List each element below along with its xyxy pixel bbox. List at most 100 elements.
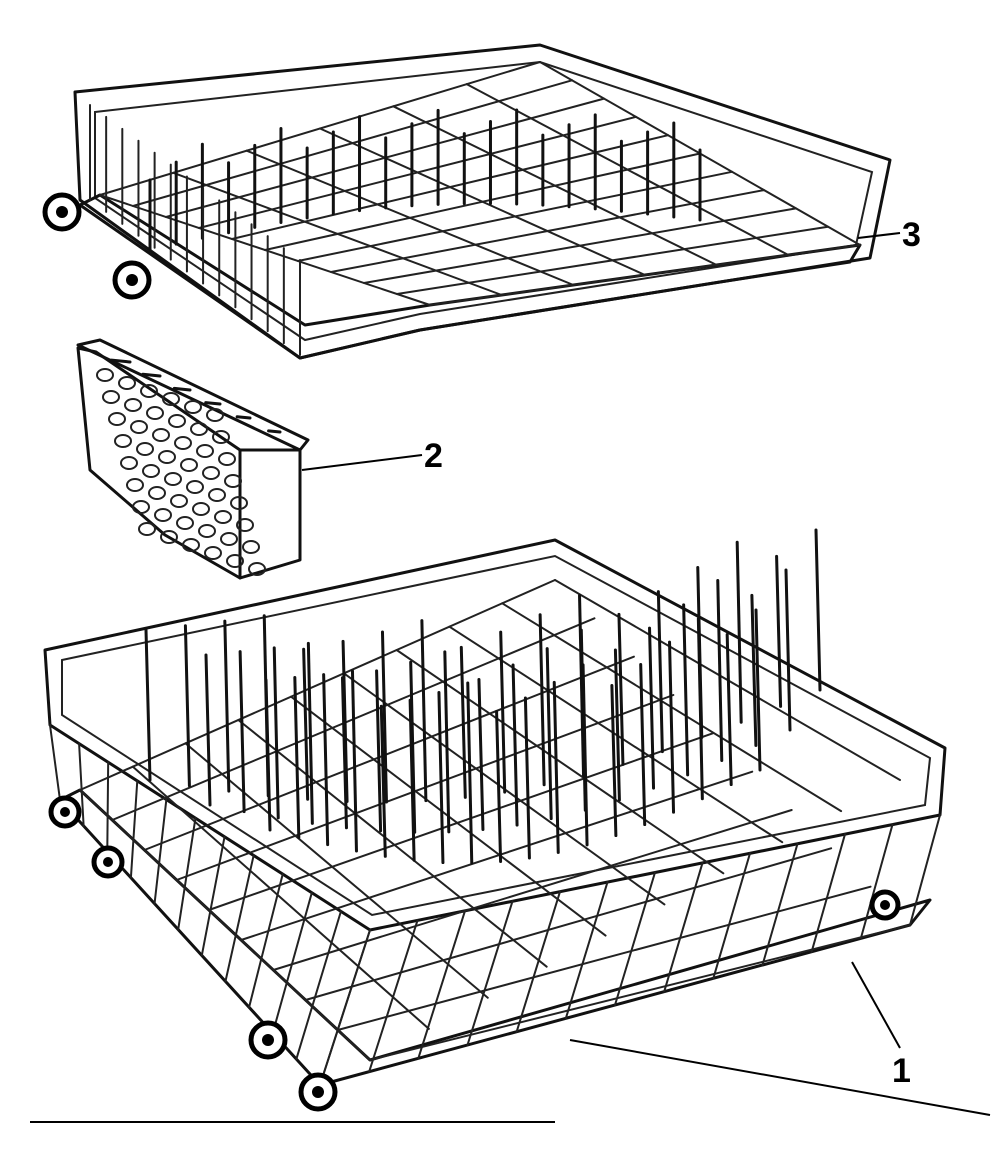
- basket-hole: [186, 480, 204, 494]
- lower-floor-wire: [131, 765, 430, 1030]
- basket-hole: [208, 488, 226, 502]
- lower-tine: [499, 630, 507, 794]
- upper-rack-tines: [89, 104, 702, 356]
- basket-hole: [114, 434, 132, 448]
- basket-hole: [184, 400, 202, 414]
- lower-tine: [523, 696, 531, 860]
- basket-hole: [212, 430, 230, 444]
- basket-hole: [142, 464, 160, 478]
- lower-tine: [293, 675, 301, 839]
- lower-front-upright: [153, 798, 168, 905]
- lower-side-upright: [466, 900, 514, 1046]
- lower-tine: [420, 619, 428, 803]
- callout-1-label: 1: [892, 1052, 911, 1090]
- lower-floor-crosswire: [207, 732, 714, 911]
- lower-tine: [322, 673, 330, 847]
- lower-tine: [725, 633, 733, 787]
- lower-rack-wheel-3-hub: [262, 1034, 274, 1046]
- lower-side-upright: [319, 929, 371, 1086]
- basket-hole: [206, 408, 224, 422]
- upper-rack-inner-rim: [94, 60, 874, 342]
- basket-hole: [230, 496, 248, 510]
- upper-rack-floor-wires: [99, 61, 861, 306]
- lower-tine: [204, 653, 212, 807]
- basket-hole: [224, 474, 242, 488]
- lower-front-upright: [200, 835, 226, 957]
- basket-hole: [180, 458, 198, 472]
- lower-front-upright: [271, 891, 313, 1035]
- basket-hole: [168, 414, 186, 428]
- lower-side-upright: [810, 833, 846, 953]
- lower-tine: [272, 646, 280, 820]
- lower-tine: [302, 647, 310, 801]
- basket-hole: [136, 442, 154, 456]
- lower-tine: [784, 568, 792, 732]
- lower-side-upright: [859, 823, 894, 940]
- lower-front-upright: [49, 724, 61, 801]
- lower-tine: [682, 603, 690, 777]
- basket-hole: [130, 420, 148, 434]
- basket-perforations: [96, 368, 266, 576]
- callout-2-label: 2: [424, 437, 443, 475]
- baseline-right: [569, 1039, 991, 1116]
- basket-hole: [162, 392, 180, 406]
- lower-rack-inner-rim: [61, 554, 932, 917]
- basket-hole: [164, 472, 182, 486]
- basket-divider: [141, 372, 162, 378]
- lower-front-upright: [295, 910, 342, 1061]
- basket-divider: [267, 429, 282, 434]
- lower-floor-crosswire: [369, 924, 911, 1061]
- lower-side-upright: [712, 852, 751, 980]
- basket-hole: [132, 500, 150, 514]
- basket-hole: [198, 524, 216, 538]
- basket-hole: [124, 398, 142, 412]
- lower-floor-crosswire: [272, 809, 793, 971]
- lower-floor-crosswire: [79, 579, 556, 791]
- lower-tine: [495, 710, 503, 864]
- lower-rack-wheel-5-hub: [880, 900, 890, 910]
- lower-tine: [750, 593, 758, 747]
- lower-tine: [437, 691, 445, 865]
- callout-2: 2: [301, 437, 443, 475]
- callout-2-leader: [301, 454, 423, 471]
- lower-rack-drawing: [43, 528, 947, 1112]
- lower-rack-grid: [49, 579, 941, 1086]
- lower-tine: [552, 680, 560, 854]
- callout-1-leader: [851, 961, 901, 1049]
- lower-tine: [716, 578, 724, 762]
- basket-hole: [190, 422, 208, 436]
- lower-front-upright: [78, 742, 85, 827]
- basket-hole: [248, 562, 266, 576]
- lower-tine: [696, 617, 704, 801]
- basket-hole: [214, 510, 232, 524]
- lower-side-upright: [909, 814, 941, 926]
- lower-tine: [668, 640, 676, 814]
- callout-3-leader: [857, 232, 901, 239]
- upper-rack-wheel-rear-hub: [126, 274, 138, 286]
- basket-hole: [152, 428, 170, 442]
- lower-tine: [754, 608, 762, 772]
- silverware-basket-drawing: [76, 338, 310, 580]
- upper-floor-crosswire: [172, 171, 503, 296]
- lower-side-upright: [515, 890, 561, 1033]
- lower-front-upright: [177, 817, 197, 931]
- lower-rack-wheel-1-hub: [60, 807, 70, 817]
- lower-tine: [379, 704, 387, 858]
- upper-floor-crosswire: [245, 149, 575, 286]
- lower-tine: [613, 648, 621, 802]
- lower-tine: [466, 681, 474, 865]
- basket-divider: [204, 401, 222, 406]
- lower-tine: [340, 676, 348, 830]
- upper-floor-crosswire: [392, 105, 718, 266]
- lower-tine: [408, 698, 416, 862]
- lower-tine: [183, 624, 191, 788]
- lower-side-upright: [564, 881, 609, 1020]
- basket-hole: [196, 444, 214, 458]
- basket-top-edge: [76, 338, 310, 452]
- lower-tine: [511, 663, 519, 827]
- lower-tine: [581, 663, 589, 847]
- lower-front-upright: [129, 779, 139, 879]
- lower-rack-bottom-frame: [58, 788, 932, 1087]
- lower-rack-wheel-4-hub: [312, 1086, 324, 1098]
